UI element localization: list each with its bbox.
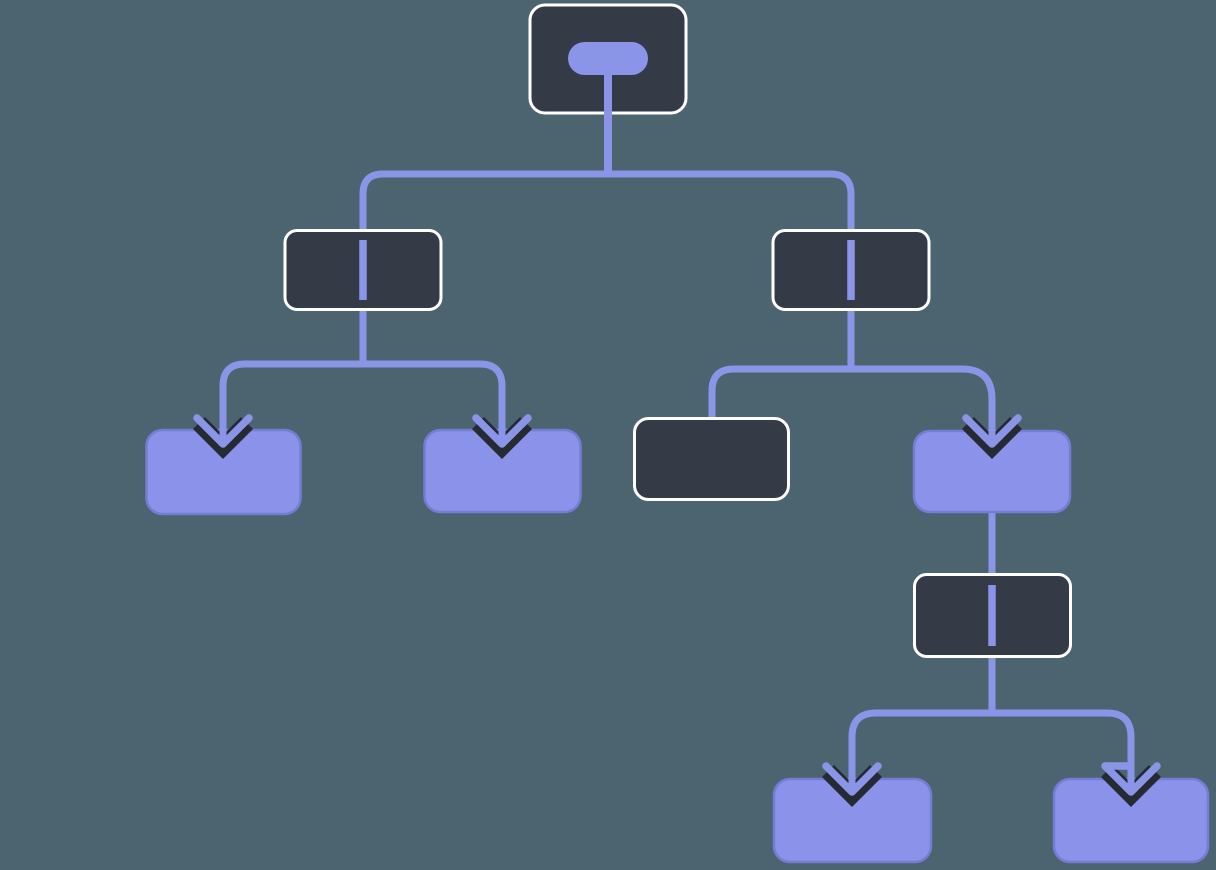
root-pill-glyph — [568, 42, 648, 177]
root-pill — [568, 42, 648, 75]
arrowhead-leaf-3 — [961, 405, 1023, 460]
branch-node-line-glyphs — [359, 240, 996, 646]
arrowhead-leaf-1 — [192, 405, 254, 460]
arrowhead-leaf-5 — [1100, 753, 1162, 808]
nodes — [145, 3, 1210, 864]
edge-branchright-children — [708, 365, 996, 445]
arrowheads — [192, 405, 1162, 808]
arrowhead-leaf-2 — [471, 405, 533, 460]
edge-branchbottom-children — [848, 709, 1135, 793]
arrowhead-leaf-4 — [821, 753, 883, 808]
edge-branchleft-children — [219, 360, 506, 445]
node-plain-dark[interactable] — [633, 417, 790, 501]
